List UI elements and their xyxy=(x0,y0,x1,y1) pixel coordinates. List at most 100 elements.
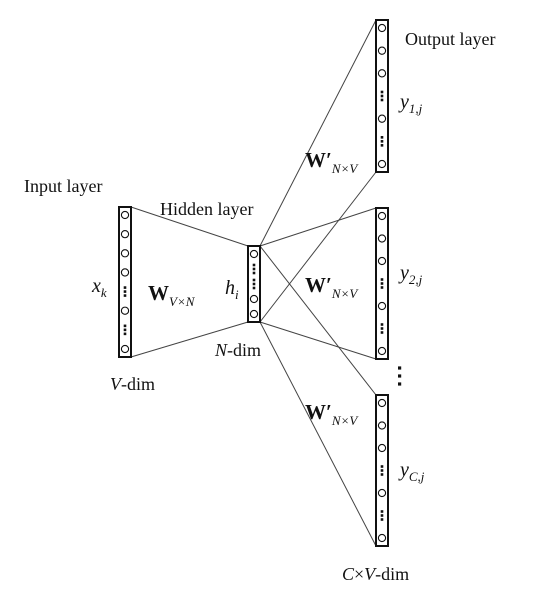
output-layer-1-column-node xyxy=(377,159,387,169)
hidden-layer-column-ellipsis-dot xyxy=(252,282,256,286)
input-layer-column-node xyxy=(120,306,130,315)
input-layer-column-node xyxy=(120,344,130,354)
w-in: W xyxy=(148,281,169,305)
hidden-layer-title: Hidden layer xyxy=(160,199,254,219)
v-dim-label: V-dim xyxy=(110,375,155,393)
yc-sub: C,j xyxy=(408,469,425,484)
output-layer-c-column-ellipsis-dot xyxy=(380,465,384,468)
output-layer-c-column-node xyxy=(377,443,387,453)
w-in-sub: V×N xyxy=(169,294,195,309)
cv-dim-label: C×V-dim xyxy=(342,565,409,583)
connector-lines xyxy=(130,19,377,547)
input-layer-column-node xyxy=(120,249,130,258)
output-layer-1-column-ellipsis-dot xyxy=(380,90,384,94)
y1-sub: 1,j xyxy=(408,101,423,116)
output-vector-2-label: y2,j xyxy=(400,263,422,286)
output-ellipsis-dot xyxy=(398,382,402,386)
input-layer-column-ellipsis-dot xyxy=(123,290,127,293)
output-layer-c-column-node xyxy=(377,488,387,498)
hidden-layer-column xyxy=(247,245,261,323)
output-layer-1-column-node xyxy=(377,23,387,33)
y2-var: y xyxy=(400,262,409,284)
w-out-3: W′ xyxy=(305,400,332,424)
output-weight-matrix-3-label: W′N×V xyxy=(305,400,357,428)
output-layer-c-column-node xyxy=(377,398,387,408)
yc-var: y xyxy=(400,459,409,481)
w-out-2-sub: N×V xyxy=(331,286,358,301)
hidden-layer-column-ellipsis-dot xyxy=(252,286,256,290)
input-vector-label: xk xyxy=(92,276,107,299)
output-layer-2-column-ellipsis-dot xyxy=(380,323,384,326)
input-layer-column-node xyxy=(120,268,130,277)
hidden-layer-column-ellipsis-dot xyxy=(252,278,256,282)
output-layer-2-column xyxy=(375,207,389,360)
output-vector-1-label: y1,j xyxy=(400,92,422,115)
output-layer-2-column-ellipsis-dot xyxy=(380,282,384,285)
output-layer-c-column-ellipsis-dot xyxy=(380,514,384,517)
input-layer-column-node xyxy=(120,210,130,220)
hidden-to-output1-bottom xyxy=(259,171,377,323)
cv-dim-times: × xyxy=(354,564,365,584)
input-weight-matrix-label: WV×N xyxy=(148,281,195,309)
output-layer-2-column-node xyxy=(377,234,387,243)
cv-dim-suffix: -dim xyxy=(375,564,410,584)
input-layer-column-node xyxy=(120,229,130,239)
output-layer-1-column-ellipsis-dot xyxy=(380,98,384,102)
w-out-1: W′ xyxy=(305,148,332,172)
input-layer-column-ellipsis-dot xyxy=(123,294,127,297)
output-layer-1-column-node xyxy=(377,114,387,123)
output-layer-2-column-node xyxy=(377,211,387,221)
hidden-vector-label: hi xyxy=(225,278,239,301)
output-layer-2-column-node xyxy=(377,346,387,356)
output-layer-c-column-ellipsis-dot xyxy=(380,469,384,472)
output-layer-1-column xyxy=(375,19,389,173)
input-layer-column-ellipsis-dot xyxy=(123,286,127,289)
output-layer-2-column-ellipsis-dot xyxy=(380,286,384,289)
output-layer-2-column-ellipsis-dot xyxy=(380,278,384,281)
hidden-layer-column-ellipsis-dot xyxy=(252,267,256,271)
output-layer-1-column-node xyxy=(377,46,387,55)
input-layer-column-ellipsis-dot xyxy=(123,332,127,336)
hidden-layer-column-node xyxy=(249,309,259,319)
hidden-to-output1-top xyxy=(259,19,377,247)
output-weight-matrix-2-label: W′N×V xyxy=(305,275,358,301)
output-layer-1-column-ellipsis-dot xyxy=(380,94,384,98)
output-layer-2-column-node xyxy=(377,301,387,311)
output-vector-c-label: yC,j xyxy=(400,460,424,483)
y1-var: y xyxy=(400,91,409,113)
n-dim-label: N-dim xyxy=(215,341,261,359)
x-sub: k xyxy=(100,285,107,300)
hidden-layer-column-node xyxy=(249,294,259,304)
layer-columns xyxy=(118,19,402,547)
hidden-to-output2-bottom xyxy=(259,321,377,360)
hidden-layer-column-ellipsis-dot xyxy=(252,271,256,275)
output-layer-2-column-ellipsis-dot xyxy=(380,331,384,334)
input-to-hidden-bottom xyxy=(130,321,249,358)
v-dim-var: V xyxy=(110,374,121,394)
w-out-1-sub: N×V xyxy=(331,161,358,176)
hidden-layer-column-node xyxy=(249,249,259,259)
output-ellipsis-dot xyxy=(398,366,402,370)
input-layer-column-ellipsis-dot xyxy=(123,328,127,332)
cv-dim-c: C xyxy=(342,564,355,584)
output-layer-1-column-ellipsis-dot xyxy=(380,136,384,139)
output-weight-matrix-1-label: W′N×V xyxy=(305,148,358,176)
output-layer-c-column xyxy=(375,394,389,547)
output-layer-1-column-ellipsis-dot xyxy=(380,140,384,143)
output-ellipsis-dot xyxy=(398,374,402,378)
v-dim-suffix: -dim xyxy=(121,374,155,394)
output-layer-c-column-node xyxy=(377,421,387,430)
cv-dim-v: V xyxy=(364,564,376,584)
hidden-to-outputc-bottom xyxy=(259,321,377,547)
n-dim-var: N xyxy=(215,340,228,360)
input-layer-title: Input layer xyxy=(24,176,103,196)
input-layer-column-ellipsis-dot xyxy=(123,324,127,328)
x-var: x xyxy=(92,275,101,297)
hidden-layer-column-ellipsis-dot xyxy=(252,263,256,267)
input-layer-column-frame xyxy=(118,206,132,358)
output-layer-c-column-ellipsis-dot xyxy=(380,473,384,476)
y2-sub: 2,j xyxy=(408,272,423,287)
output-layer-c-column-node xyxy=(377,533,387,543)
input-layer-column xyxy=(118,206,132,358)
